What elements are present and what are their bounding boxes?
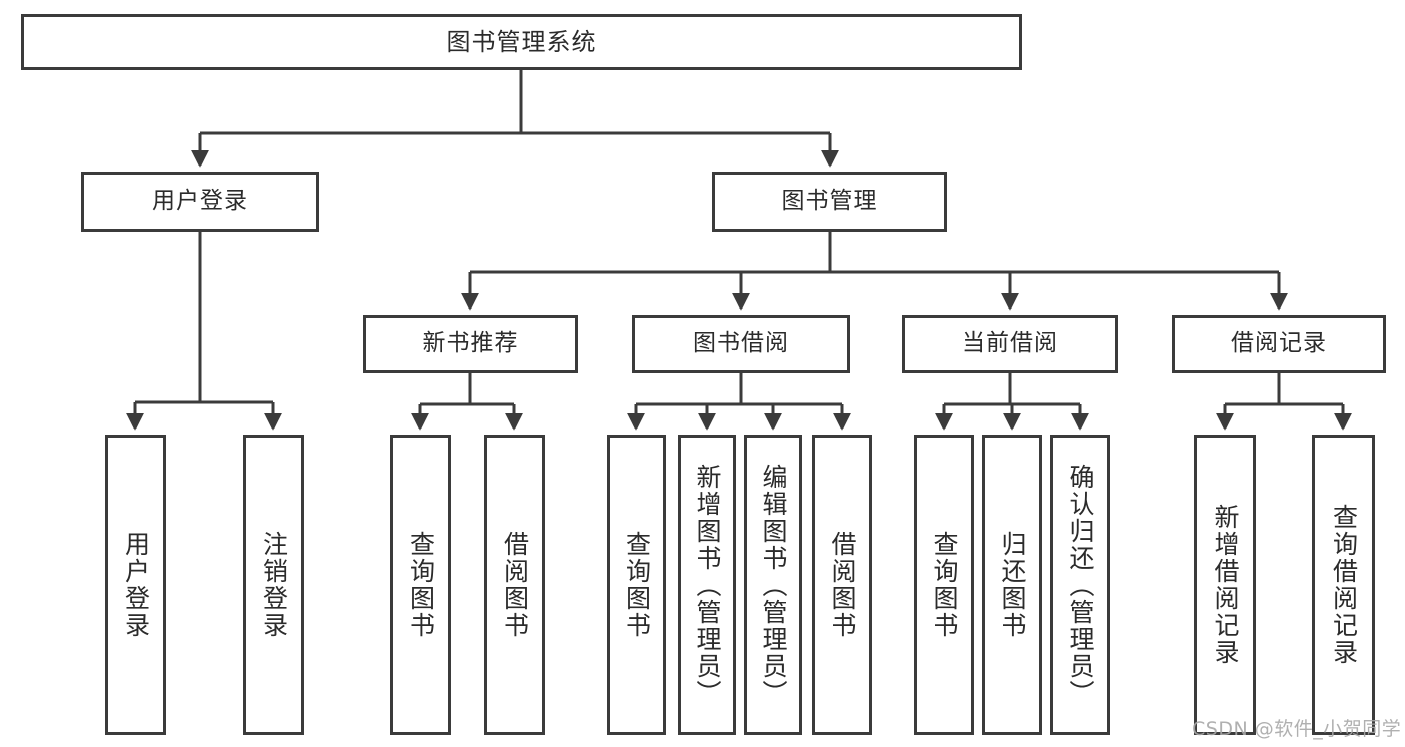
node-book-borrow[interactable]: 图书借阅 (632, 315, 850, 373)
leaf-query-books-borrow[interactable]: 查询图书 (607, 435, 666, 735)
leaf-confirm-return-admin-label: 确认归还（管理员） (1066, 463, 1095, 707)
leaf-user-login[interactable]: 用户登录 (105, 435, 166, 735)
node-root-label: 图书管理系统 (446, 27, 597, 56)
node-borrow-record-label: 借阅记录 (1231, 330, 1327, 357)
node-borrow-record[interactable]: 借阅记录 (1172, 315, 1386, 373)
leaf-add-borrow-record[interactable]: 新增借阅记录 (1194, 435, 1256, 735)
watermark: CSDN @软件_小贺同学 (1192, 718, 1402, 740)
leaf-logout[interactable]: 注销登录 (243, 435, 304, 735)
leaf-logout-label: 注销登录 (259, 531, 289, 639)
node-book-management[interactable]: 图书管理 (712, 172, 947, 232)
leaf-return-books-label: 归还图书 (998, 531, 1027, 639)
leaf-query-books-borrow-label: 查询图书 (622, 531, 652, 639)
node-root[interactable]: 图书管理系统 (21, 14, 1022, 70)
leaf-query-books-newbook[interactable]: 查询图书 (390, 435, 451, 735)
node-current-borrow[interactable]: 当前借阅 (902, 315, 1118, 373)
leaf-query-borrow-record-label: 查询借阅记录 (1329, 504, 1359, 666)
node-book-management-label: 图书管理 (781, 188, 878, 215)
leaf-add-book-admin-label: 新增图书（管理员） (693, 463, 722, 707)
leaf-query-books-current-label: 查询图书 (930, 531, 959, 639)
leaf-query-borrow-record[interactable]: 查询借阅记录 (1312, 435, 1375, 735)
node-user-login-label: 用户登录 (152, 188, 248, 215)
leaf-borrow-books[interactable]: 借阅图书 (812, 435, 872, 735)
leaf-confirm-return-admin[interactable]: 确认归还（管理员） (1050, 435, 1110, 735)
node-book-borrow-label: 图书借阅 (693, 330, 789, 357)
node-current-borrow-label: 当前借阅 (962, 330, 1058, 357)
leaf-query-books-current[interactable]: 查询图书 (914, 435, 974, 735)
leaf-user-login-label: 用户登录 (121, 531, 151, 639)
leaf-borrow-books-newbook[interactable]: 借阅图书 (484, 435, 545, 735)
node-new-book-recommend-label: 新书推荐 (422, 330, 519, 357)
node-new-book-recommend[interactable]: 新书推荐 (363, 315, 578, 373)
leaf-add-book-admin[interactable]: 新增图书（管理员） (678, 435, 736, 735)
leaf-borrow-books-newbook-label: 借阅图书 (500, 531, 530, 639)
leaf-return-books[interactable]: 归还图书 (982, 435, 1042, 735)
leaf-borrow-books-label: 借阅图书 (828, 531, 857, 639)
leaf-add-borrow-record-label: 新增借阅记录 (1211, 504, 1240, 666)
leaf-edit-book-admin-label: 编辑图书（管理员） (759, 463, 788, 707)
node-user-login[interactable]: 用户登录 (81, 172, 319, 232)
leaf-edit-book-admin[interactable]: 编辑图书（管理员） (744, 435, 802, 735)
leaf-query-books-newbook-label: 查询图书 (406, 531, 436, 639)
